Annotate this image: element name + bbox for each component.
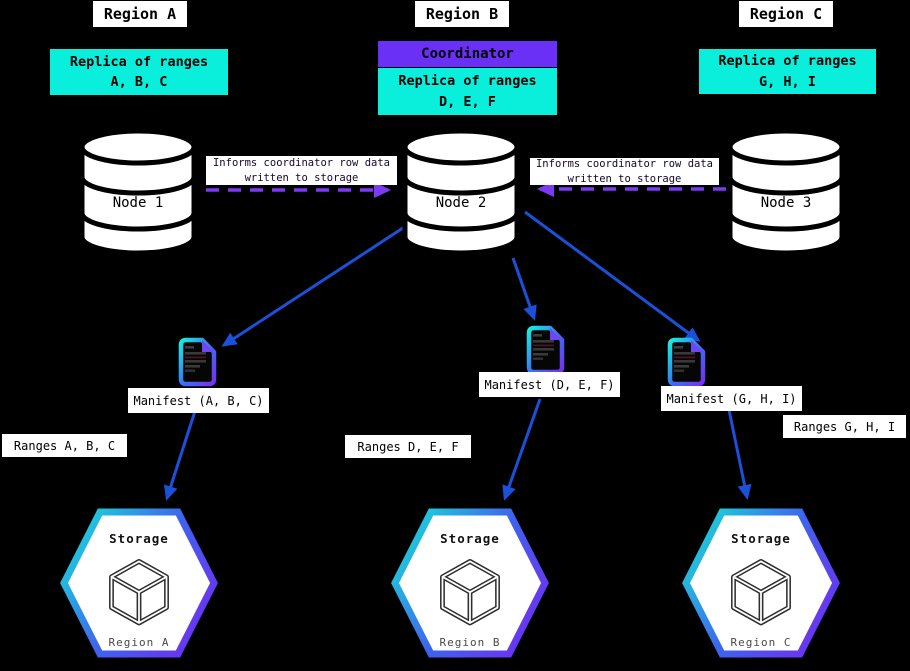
node-1-database: Node 1 xyxy=(78,127,198,257)
cube-icon xyxy=(436,554,504,632)
ranges-g-label: Ranges G, H, I xyxy=(783,415,906,438)
ranges-d-label: Ranges D, E, F xyxy=(345,435,471,458)
replica-box-region-a: Replica of ranges A, B, C xyxy=(50,49,228,95)
node-1-label: Node 1 xyxy=(112,195,164,211)
node1-info-label: Informs coordinator row data written to … xyxy=(206,156,397,185)
database-icon xyxy=(79,128,197,256)
coordinator-box: Coordinator xyxy=(378,41,557,67)
node-2-label: Node 2 xyxy=(435,195,487,211)
hexagon-border xyxy=(391,508,549,658)
manifest-a-label: Manifest (A, B, C) xyxy=(128,388,269,413)
storage-b-hexagon: Storage Region B xyxy=(391,508,549,658)
arrow-node2-to-manifest-a xyxy=(221,224,407,347)
node-2-database: Node 2 xyxy=(401,127,521,257)
replica-box-region-c: Replica of ranges G, H, I xyxy=(699,49,876,94)
cube-icon xyxy=(727,554,795,632)
storage-a-hexagon: Storage Region A xyxy=(60,508,218,658)
storage-c-hexagon: Storage Region C xyxy=(682,508,840,658)
arrow-manifest-d-to-storage-b xyxy=(502,398,542,501)
hexagon-border xyxy=(60,508,218,658)
manifest-g-document-icon xyxy=(667,337,707,387)
node-3-database: Node 3 xyxy=(726,127,846,257)
database-icon xyxy=(727,128,845,256)
replica-box-region-b: Replica of ranges D, E, F xyxy=(378,68,557,115)
arrow-manifest-a-to-storage-a xyxy=(164,407,198,501)
node-3-label: Node 3 xyxy=(760,195,812,211)
storage-b-region-label: Region B xyxy=(439,636,501,649)
database-icon xyxy=(402,128,520,256)
cube-icon xyxy=(105,554,173,632)
manifest-g-label: Manifest (G, H, I) xyxy=(661,386,802,411)
arrow-node2-to-manifest-d xyxy=(511,257,537,321)
node3-info-label: Informs coordinator row data written to … xyxy=(530,158,719,185)
ranges-a-label: Ranges A, B, C xyxy=(2,434,127,457)
arrow-node2-to-manifest-g xyxy=(524,210,701,342)
hexagon-border xyxy=(682,508,840,658)
storage-c-title: Storage xyxy=(731,531,791,546)
arrow-manifest-g-to-storage-c xyxy=(727,409,752,500)
storage-a-region-label: Region A xyxy=(108,636,170,649)
storage-b-title: Storage xyxy=(440,531,500,546)
region-b-header: Region B xyxy=(415,1,509,27)
manifest-d-label: Manifest (D, E, F) xyxy=(479,372,620,397)
storage-a-title: Storage xyxy=(109,531,169,546)
storage-c-region-label: Region C xyxy=(730,636,792,649)
manifest-d-document-icon xyxy=(526,325,566,375)
region-c-header: Region C xyxy=(739,1,833,27)
manifest-a-document-icon xyxy=(178,337,218,387)
region-a-header: Region A xyxy=(93,1,187,27)
